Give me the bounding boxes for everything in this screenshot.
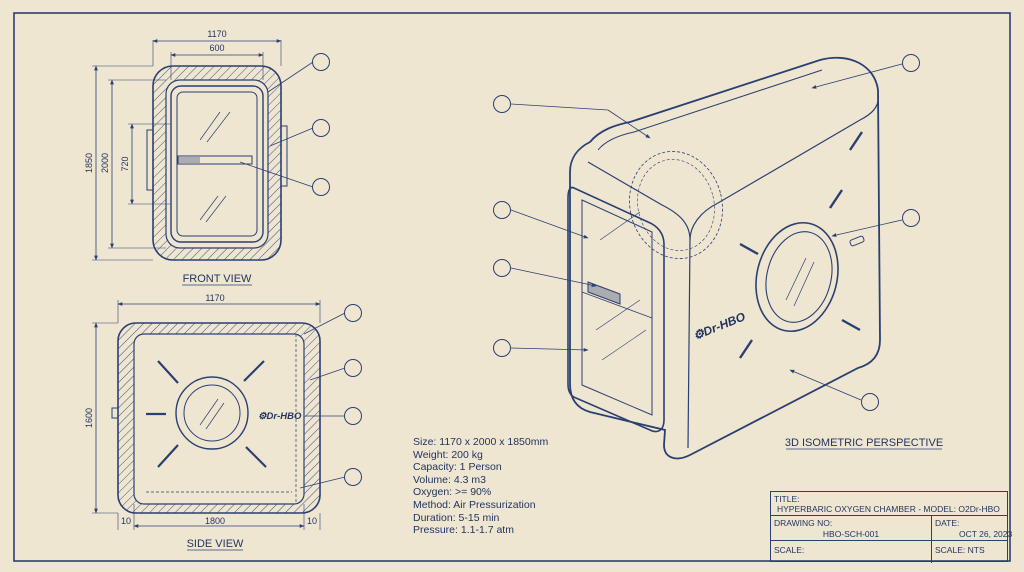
sheet-border [13, 12, 1011, 562]
front-door-frame [170, 85, 264, 243]
iso-view: ⚙Dr-HBO 3D ISOMETRIC PERSPECTIVE [493, 54, 943, 460]
side-callout-1 [344, 304, 362, 322]
side-view: ⚙Dr-HBO 1170 1600 10 1800 10 SIDE VIEW [84, 293, 362, 551]
front-view: 1170 600 1850 2000 720 FRONT VIEW [84, 29, 330, 286]
iso-porthole-glass [765, 231, 833, 323]
side-dim-width: 1170 [205, 293, 224, 303]
side-porthole-glass [183, 384, 241, 442]
title-label: TITLE: [774, 494, 800, 504]
iso-hidden-porthole [629, 151, 723, 259]
iso-callout-5 [493, 339, 511, 357]
spec-list: Size: 1170 x 2000 x 1850mm Weight: 200 k… [413, 436, 548, 537]
front-view-title: FRONT VIEW [183, 273, 252, 285]
title-block: TITLE: HYPERBARIC OXYGEN CHAMBER - MODEL… [770, 491, 1012, 563]
front-dim-height-door: 720 [120, 156, 130, 171]
iso-callout-3 [493, 201, 511, 219]
spec-size: Size: 1170 x 2000 x 1850mm [413, 436, 549, 448]
title-block-scale-row: SCALE: SCALE: NTS [771, 541, 1007, 563]
front-callout-2 [312, 119, 330, 137]
iso-callout-6 [902, 209, 920, 227]
side-callout-2 [344, 359, 362, 377]
spec-capacity: Capacity: 1 Person [413, 461, 502, 474]
side-logo: ⚙Dr-HBO [258, 411, 302, 422]
front-callout-1 [312, 53, 330, 71]
drawing-no-value: HBO-SCH-001 [822, 529, 880, 539]
drawing-no-label: DRAWING NO: [774, 518, 833, 528]
iso-door-handle [587, 281, 621, 305]
scale-right-field: SCALE: NTS [935, 545, 985, 555]
front-dim-height-outer: 1850 [84, 153, 94, 173]
iso-callout-2 [902, 54, 920, 72]
side-dim-left-wall: 10 [121, 516, 131, 526]
scale-right-label: SCALE: [935, 545, 966, 555]
front-dim-width-door: 600 [209, 43, 224, 53]
scale-label: SCALE: [774, 545, 805, 555]
side-callout-3 [344, 407, 362, 425]
scale-value: NTS [967, 545, 985, 555]
iso-view-title: 3D ISOMETRIC PERSPECTIVE [785, 437, 943, 449]
title-value: HYPERBARIC OXYGEN CHAMBER - MODEL: O2Dr-… [777, 504, 1000, 514]
side-dim-right-wall: 10 [307, 516, 317, 526]
spec-volume: Volume: 4.3 m3 [413, 473, 486, 486]
title-block-drawing-row: DRAWING NO: HBO-SCH-001 DATE: OCT 26, 20… [771, 516, 1012, 541]
spec-oxygen: Oxygen: >= 90% [413, 486, 492, 499]
iso-callout-7 [861, 393, 879, 411]
iso-porthole-ring [755, 221, 839, 333]
spec-weight: Weight: 200 kg [413, 448, 483, 461]
front-door-handle [177, 155, 253, 165]
side-dim-height: 1600 [84, 408, 94, 428]
title-block-title-row: TITLE: HYPERBARIC OXYGEN CHAMBER - MODEL… [771, 492, 1007, 516]
front-door-glass [176, 91, 258, 237]
front-dim-width-outer: 1170 [207, 29, 226, 39]
date-value: OCT 26, 2023 [959, 529, 1013, 539]
side-dim-inner: 1800 [205, 516, 225, 526]
iso-door-frame [567, 186, 665, 433]
side-view-title: SIDE VIEW [187, 538, 244, 550]
front-side-hinge-left [146, 129, 154, 191]
spec-method: Method: Air Pressurization [413, 498, 536, 511]
spec-pressure: Pressure: 1.1-1.7 atm [413, 524, 514, 537]
spec-duration: Duration: 5-15 min [413, 511, 500, 524]
front-side-hinge-right [280, 125, 288, 187]
side-handle-left [111, 407, 119, 419]
date-label: DATE: [935, 518, 960, 528]
side-porthole-ring [175, 376, 249, 450]
side-callout-4 [344, 468, 362, 486]
front-dim-height-mid: 2000 [100, 153, 110, 173]
iso-body-outline [569, 56, 881, 460]
front-callout-3 [312, 178, 330, 196]
iso-callout-1 [493, 95, 511, 113]
iso-callout-4 [493, 259, 511, 277]
